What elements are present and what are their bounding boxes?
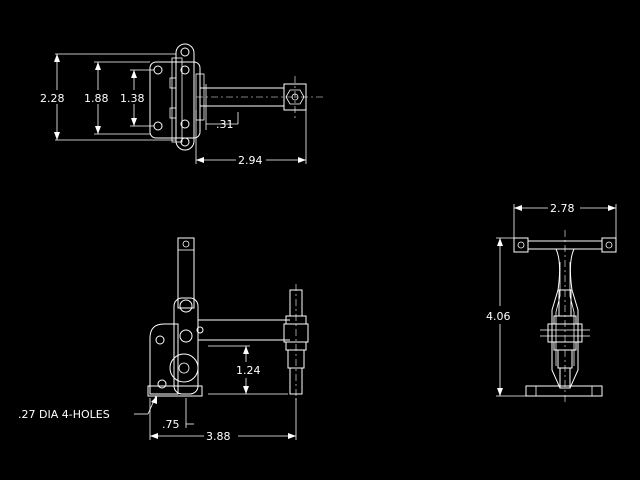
dim-label-2-94: 2.94 — [238, 154, 263, 167]
dim-label-4-06: 4.06 — [486, 310, 511, 323]
top-base-plate — [149, 61, 201, 139]
end-handle-cap — [601, 237, 617, 253]
dim-label-075: .75 — [162, 418, 180, 431]
side-pivot — [179, 299, 193, 313]
side-cam-pin — [178, 362, 190, 374]
end-neck-inner — [569, 262, 575, 366]
end-neck-left — [551, 248, 561, 389]
dim-arrow — [497, 238, 503, 246]
dim-arrow — [131, 70, 137, 78]
side-pivot — [179, 329, 193, 343]
dim-label-3-88: 3.88 — [206, 430, 231, 443]
end-neck-inner — [555, 262, 561, 366]
end-handle-hole — [517, 241, 525, 249]
side-cam — [169, 353, 199, 383]
top-pin-block — [169, 77, 177, 89]
end-base-plate — [525, 385, 603, 397]
dim-arrow — [95, 126, 101, 134]
top-hole — [180, 119, 190, 129]
dim-label-1-24: 1.24 — [236, 364, 261, 377]
end-view: 2.78 4.06 — [486, 202, 617, 404]
dim-label-1-38: 1.38 — [120, 92, 145, 105]
side-base-hole — [155, 335, 165, 345]
dim-arrow — [298, 157, 306, 163]
top-hex-nut — [285, 89, 305, 105]
end-handle-hole — [605, 241, 613, 249]
side-link — [173, 297, 199, 395]
dim-label-2-28: 2.28 — [40, 92, 65, 105]
top-hole — [180, 137, 190, 147]
side-handle — [177, 237, 195, 309]
top-link-bar — [175, 43, 195, 151]
top-hole — [180, 65, 190, 75]
side-base-plate — [147, 385, 203, 397]
top-pin-block — [169, 107, 177, 119]
top-hole — [153, 65, 163, 75]
dim-arrow — [131, 118, 137, 126]
dim-arrow — [54, 54, 60, 62]
top-view: 2.28 1.88 1.38 .31 2.94 — [40, 43, 325, 167]
end-neck-right — [569, 248, 579, 389]
dim-arrow — [243, 346, 249, 354]
dim-arrow — [243, 386, 249, 394]
dim-arrow — [514, 205, 522, 211]
top-hole — [153, 121, 163, 131]
dim-arrow — [497, 388, 503, 396]
side-base-hole — [157, 379, 167, 389]
side-pivot-small — [196, 326, 204, 334]
top-hole — [180, 47, 190, 57]
dim-arrow — [288, 433, 296, 439]
hole-note: .27 DIA 4-HOLES — [18, 408, 110, 421]
dim-arrow — [54, 132, 60, 140]
end-handle-cap — [513, 237, 529, 253]
side-handle-pin — [182, 240, 190, 248]
dim-label-1-88: 1.88 — [84, 92, 109, 105]
dim-arrow — [196, 157, 204, 163]
side-base-block — [149, 323, 179, 395]
dim-arrow — [151, 396, 157, 404]
dim-arrow — [95, 62, 101, 70]
dim-arrow — [608, 205, 616, 211]
dim-label-2-78: 2.78 — [550, 202, 575, 215]
dim-arrow — [150, 433, 158, 439]
top-link-inner — [171, 57, 183, 143]
dim-label-031: .31 — [216, 118, 234, 131]
side-view: 1.24 .27 DIA 4-HOLES .75 3.88 — [18, 237, 309, 443]
